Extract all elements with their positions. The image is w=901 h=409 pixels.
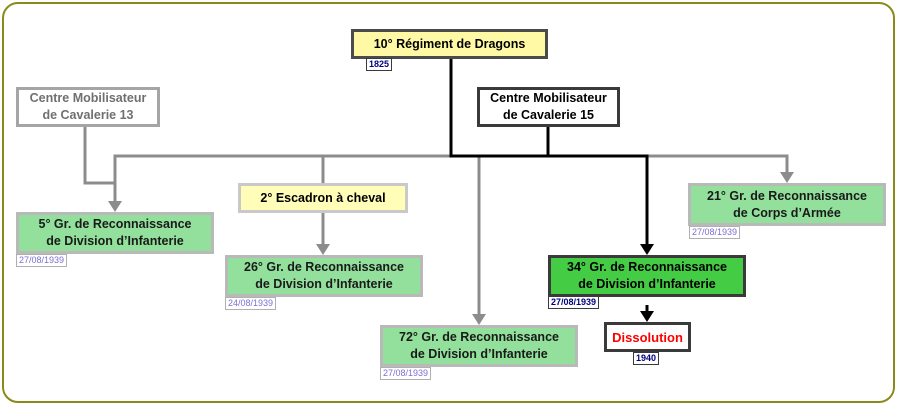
node-dissolution: Dissolution: [604, 322, 691, 352]
date-grca21: 27/08/1939: [689, 226, 741, 239]
node-26e-grdi: 26° Gr. de Reconnaissance de Division d’…: [225, 255, 423, 297]
date-grdi72: 27/08/1939: [380, 367, 432, 380]
node-72e-grdi: 72° Gr. de Reconnaissance de Division d’…: [380, 325, 578, 367]
date-grdi34: 27/08/1939: [548, 296, 600, 309]
node-34e-grdi: 34° Gr. de Reconnaissance de Division d’…: [548, 255, 746, 297]
node-21e-grca: 21° Gr. de Reconnaissance de Corps d’Arm…: [688, 183, 886, 226]
date-grdi5: 27/08/1939: [16, 254, 68, 267]
arrow-grdi34: [640, 244, 654, 255]
node-2e-escadron-a-cheval: 2° Escadron à cheval: [238, 183, 408, 213]
node-centre-mobilisateur-15: Centre Mobilisateur de Cavalerie 15: [477, 87, 620, 127]
arrow-grca21: [780, 172, 794, 183]
arrow-grdi72: [472, 314, 486, 325]
arrow-grdi5: [108, 201, 122, 212]
edge-cm13-grdi5: [83, 127, 117, 203]
date-dissolution: 1940: [633, 352, 660, 365]
node-5e-grdi: 5° Gr. de Reconnaissance de Division d’I…: [16, 212, 214, 254]
edge-trunk-grdi5: [113, 154, 451, 203]
date-grdi26: 24/08/1939: [225, 297, 277, 310]
node-centre-mobilisateur-13: Centre Mobilisateur de Cavalerie 13: [16, 87, 160, 127]
date-regiment: 1825: [366, 58, 393, 71]
node-10e-regiment-dragons: 10° Régiment de Dragons: [351, 29, 548, 59]
edge-trunk-grca21: [647, 154, 789, 174]
arrow-dissolution: [640, 311, 654, 322]
arrow-grdi26: [316, 244, 330, 255]
